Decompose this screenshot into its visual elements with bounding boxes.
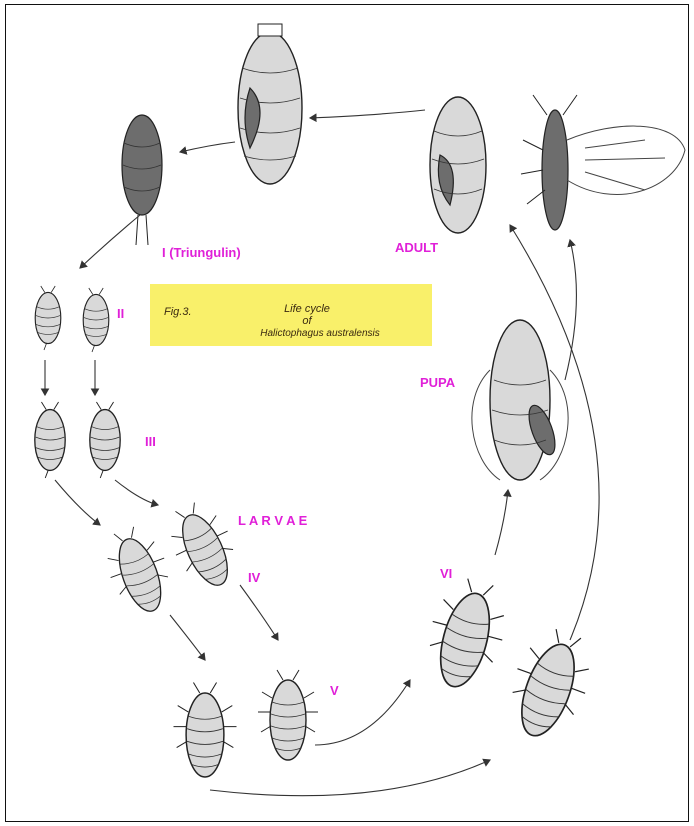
label-adult: ADULT (395, 240, 438, 255)
caption-line-1: Life cycle (284, 303, 330, 315)
arrow-VI-to-pupa (495, 490, 508, 555)
caption-fig: Fig.3. (164, 306, 192, 318)
stage-IV-larva-b (159, 495, 247, 597)
stage-IV-larva-a (97, 521, 180, 621)
arrow-IV-to-V-b (240, 585, 278, 640)
label-stage-II: II (117, 306, 124, 321)
label-larvae: L A R V A E (238, 513, 308, 528)
stage-III-larva-a (35, 402, 65, 478)
stage-II-larva-b (83, 288, 109, 352)
adult-male (521, 95, 685, 230)
arrow-III-to-IV-a (55, 480, 100, 525)
label-stage-VI: VI (440, 566, 452, 581)
label-stage-III: III (145, 434, 156, 449)
stage-V-larva-b (258, 670, 318, 760)
label-stage-I: I (Triungulin) (162, 245, 241, 260)
stage-VI-larva-b (498, 621, 603, 747)
stage-II-larva-a (35, 286, 61, 350)
label-stage-IV: IV (248, 570, 261, 585)
label-stage-V: V (330, 683, 339, 698)
pupa (472, 320, 568, 480)
arrow-IV-to-V-a (170, 615, 205, 660)
arrow-III-to-IV-b (115, 480, 158, 505)
caption-line-3: Halictophagus australensis (260, 328, 380, 339)
adult-female (430, 97, 486, 233)
caption-line-2: of (302, 315, 312, 327)
arrow-I-to-II (80, 215, 140, 268)
arrow-bottom-to-VI (210, 760, 490, 796)
stage-V-larva-a (174, 683, 237, 778)
stage-VI-larva-a (418, 573, 515, 696)
arrow-top-to-I (180, 142, 235, 152)
stage-III-larva-b (90, 402, 120, 478)
adult-female-top (238, 24, 302, 184)
arrow-adult-to-top (310, 110, 425, 118)
label-pupa: PUPA (420, 375, 456, 390)
